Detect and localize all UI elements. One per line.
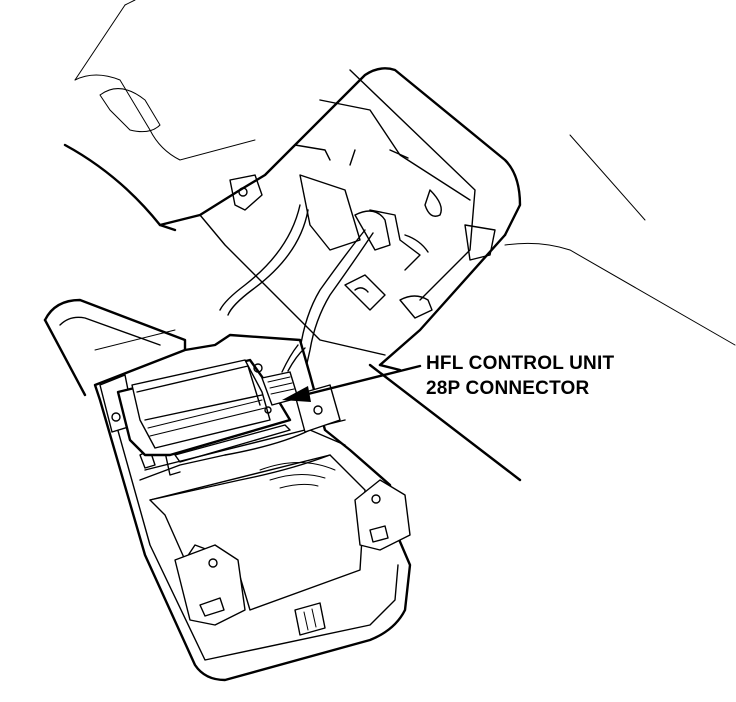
callout-line-2: 28P CONNECTOR	[426, 378, 590, 399]
callout-line-1: HFL CONTROL UNIT	[426, 353, 615, 374]
roof-panel	[63, 67, 522, 482]
hfl-control-unit-callout-label: HFL CONTROL UNIT 28P CONNECTOR	[426, 351, 726, 401]
lining-flap	[43, 298, 187, 397]
callout-leader-arrow	[282, 364, 422, 402]
headliner-outline	[74, 0, 736, 351]
roof-recess	[199, 69, 496, 356]
hfl-control-unit	[116, 358, 292, 463]
wire-harness	[219, 204, 391, 373]
